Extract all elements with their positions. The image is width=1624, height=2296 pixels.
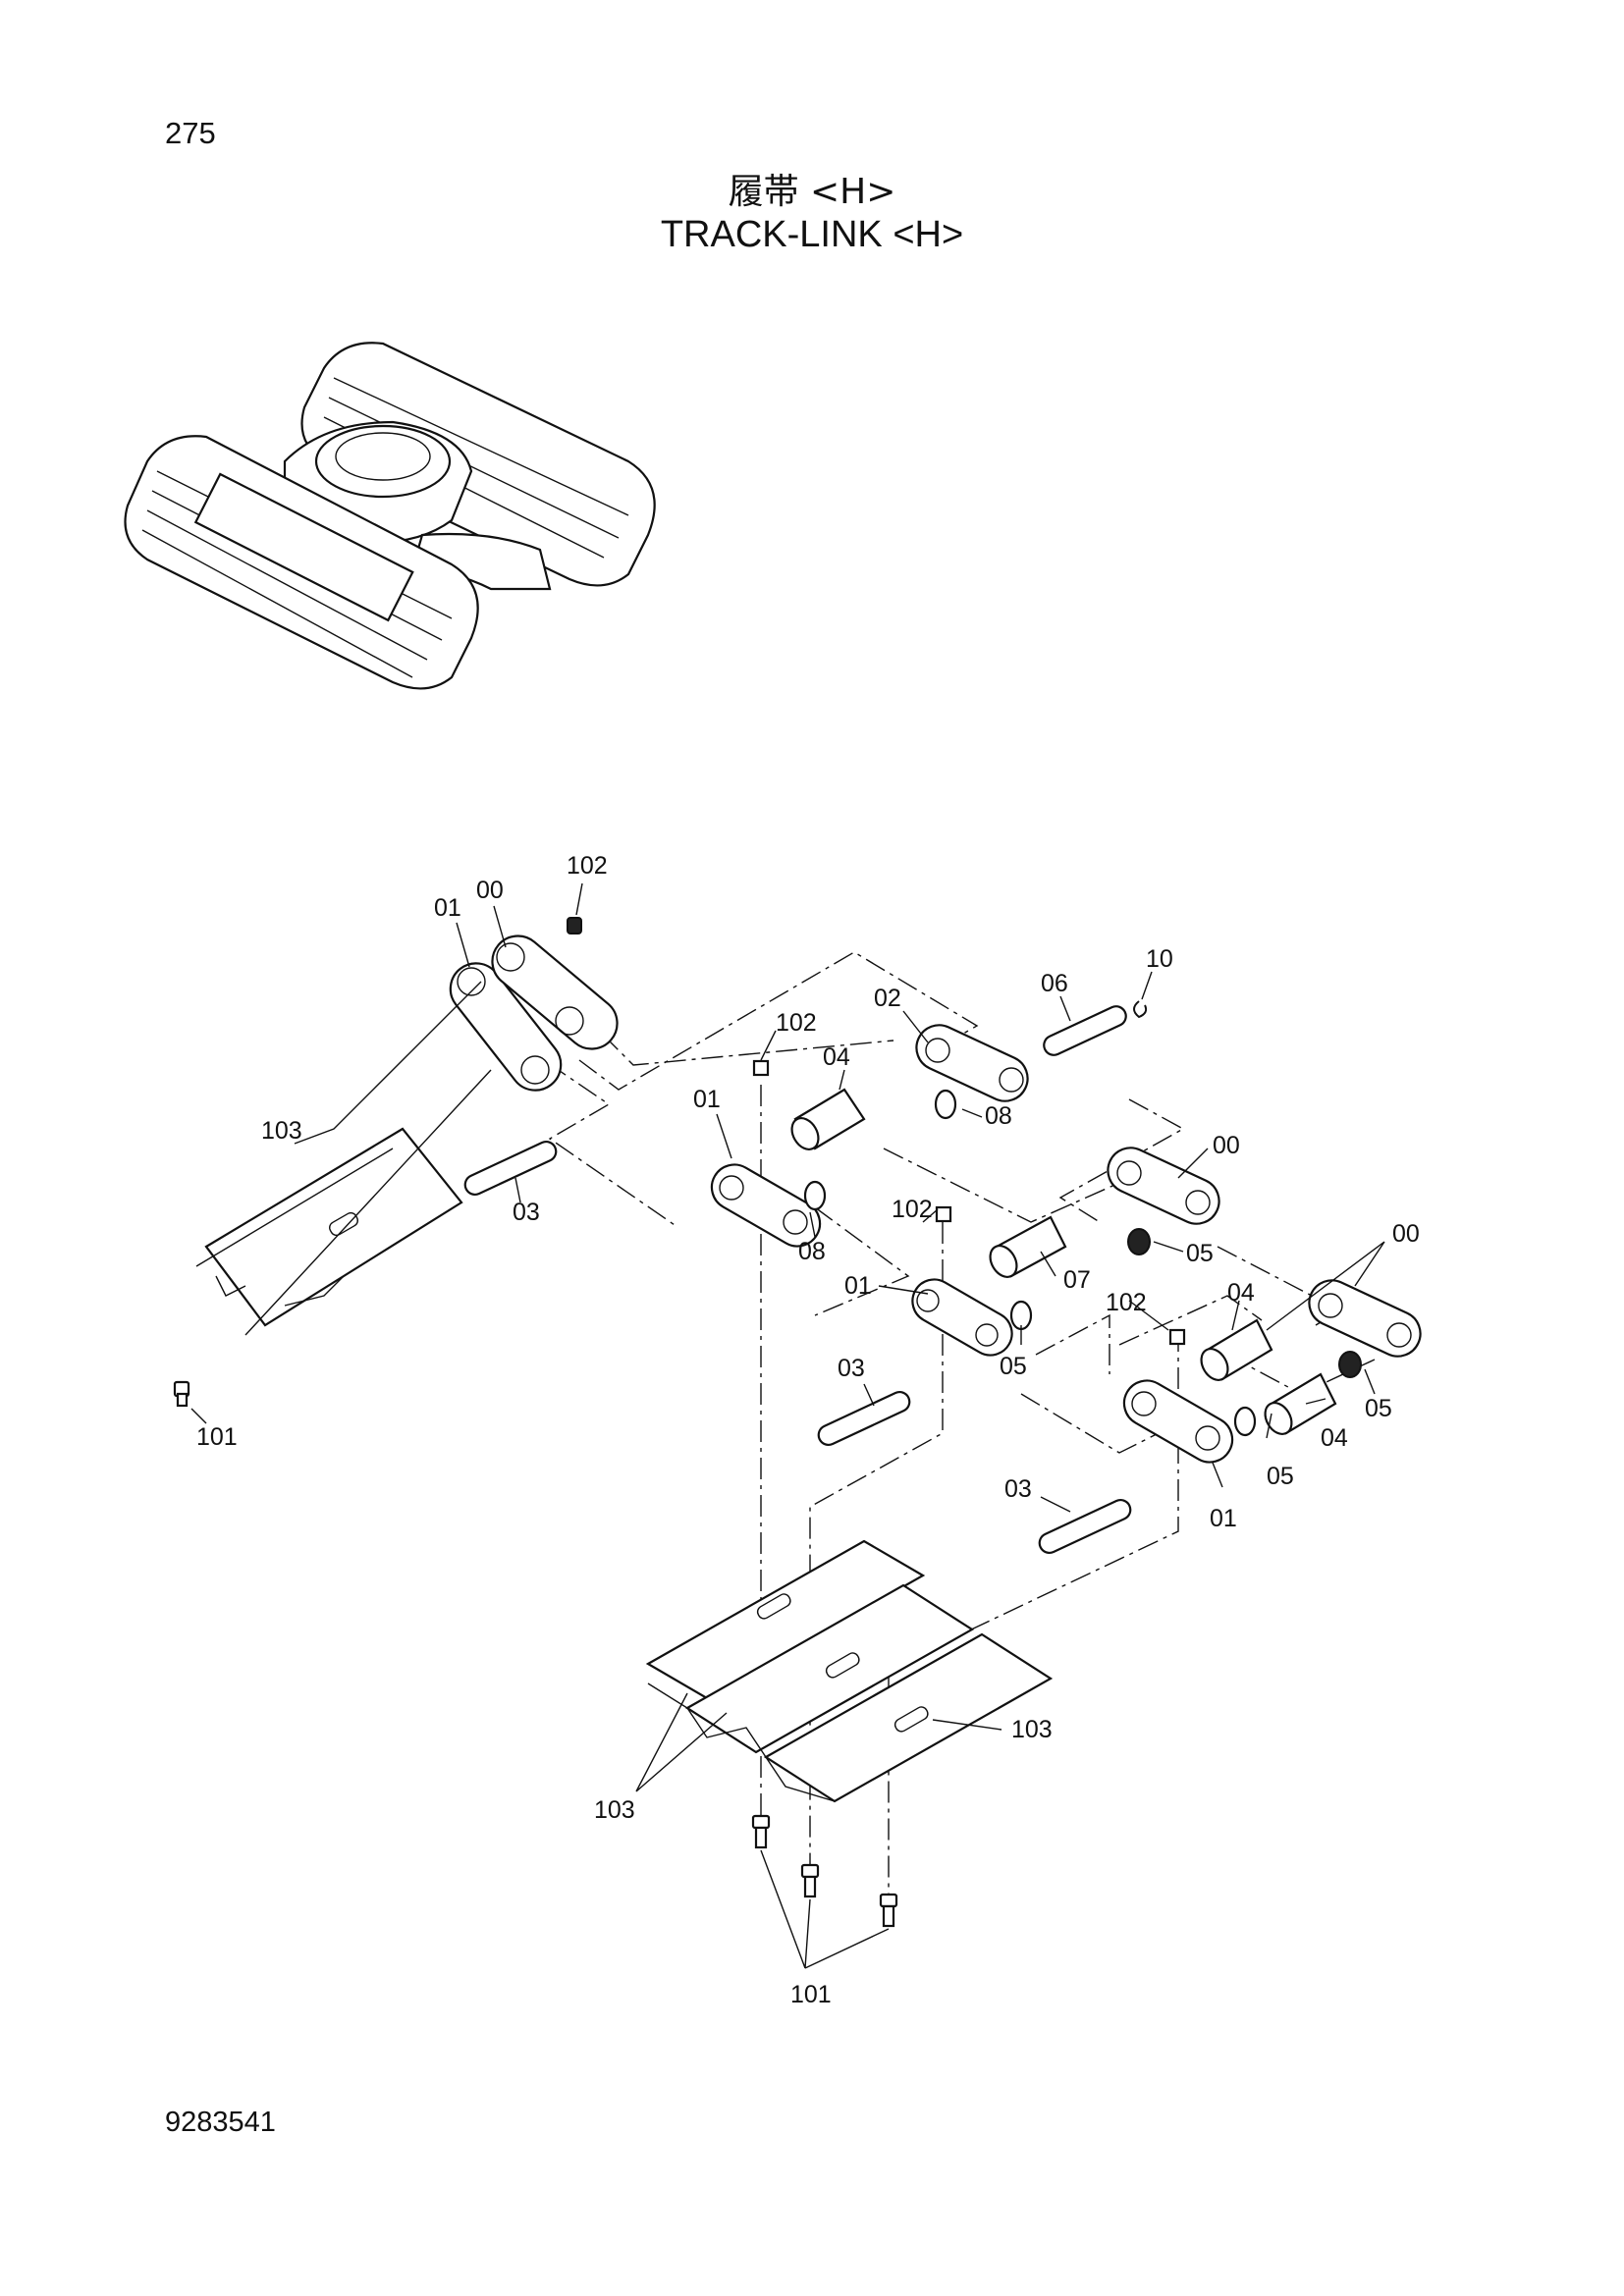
callout-10: 10 <box>1146 945 1173 973</box>
bushing-04-upper <box>790 1088 866 1150</box>
callout-04-right: 04 <box>1227 1279 1255 1307</box>
link-01-middle <box>710 1163 822 1248</box>
nut-102-a <box>752 1059 770 1077</box>
bushing-04-lower <box>1264 1372 1337 1435</box>
bushing-07 <box>989 1215 1067 1278</box>
bolt-101-a <box>751 1814 771 1849</box>
shoe-plate-103-left <box>195 1127 463 1327</box>
nut-102-b <box>935 1205 952 1223</box>
link-01-lower-right <box>1122 1379 1234 1464</box>
callout-03-left: 03 <box>513 1199 540 1226</box>
callout-00-right-upper: 00 <box>1213 1132 1240 1159</box>
callout-06: 06 <box>1041 970 1068 997</box>
callout-07: 07 <box>1063 1266 1091 1294</box>
clip-10 <box>1133 1000 1148 1019</box>
callout-01-top: 01 <box>434 894 461 922</box>
seal-05-b <box>1009 1300 1033 1331</box>
bolt-101-b <box>800 1863 820 1898</box>
callout-05-d: 05 <box>1267 1463 1294 1490</box>
callout-labels: 102 00 01 10 06 02 102 04 01 103 03 08 0… <box>196 852 1420 2008</box>
pin-03-left <box>463 1140 558 1197</box>
seal-05-d <box>1233 1406 1257 1437</box>
link-01-top-left <box>449 962 563 1092</box>
track-link-parts <box>173 917 1422 1928</box>
callout-102-b: 102 <box>892 1196 933 1223</box>
callout-03-middle: 03 <box>838 1355 865 1382</box>
bushing-04-right <box>1200 1318 1273 1381</box>
leader-lines <box>190 882 1385 1969</box>
callout-101-bottom: 101 <box>790 1981 832 2008</box>
seal-08-middle <box>803 1180 827 1211</box>
callout-102-c: 102 <box>1106 1289 1147 1316</box>
undercarriage-overview-illustration <box>124 342 656 690</box>
callout-05-c: 05 <box>1365 1395 1392 1422</box>
callout-04-lower: 04 <box>1321 1424 1348 1452</box>
callout-00-top: 00 <box>476 877 504 904</box>
callout-00-right-far: 00 <box>1392 1220 1420 1248</box>
pin-06 <box>1043 1005 1127 1056</box>
link-00-right-upper <box>1107 1147 1220 1225</box>
bolt-101-left <box>173 1380 190 1408</box>
drawing-number: 9283541 <box>165 2107 276 2138</box>
page-title-japanese: 履帯 <H> <box>728 172 896 212</box>
callout-103-left: 103 <box>261 1117 302 1145</box>
bolt-101-c <box>879 1893 898 1928</box>
callout-08-upper: 08 <box>985 1102 1012 1130</box>
callout-103-stack: 103 <box>594 1796 635 1824</box>
seal-05-a <box>1127 1228 1151 1255</box>
callout-02: 02 <box>874 985 901 1012</box>
nut-102-c <box>1168 1328 1186 1346</box>
callout-102-top: 102 <box>567 852 608 880</box>
pin-03-middle <box>817 1390 911 1447</box>
callout-103-right: 103 <box>1011 1716 1053 1743</box>
callout-01-middle: 01 <box>693 1086 721 1113</box>
callout-05-a: 05 <box>1186 1240 1214 1267</box>
link-01-lower-middle <box>911 1278 1013 1357</box>
page-number: 275 <box>165 116 216 150</box>
page-title-english: TRACK-LINK <H> <box>660 214 964 255</box>
link-00-right-far <box>1308 1279 1422 1358</box>
shoe-plates-103-stacked <box>645 1539 1054 1803</box>
callout-101-left: 101 <box>196 1423 238 1451</box>
seal-05-c <box>1338 1351 1362 1378</box>
pin-03-lower <box>1038 1498 1132 1555</box>
callout-05-b: 05 <box>1000 1353 1027 1380</box>
callout-102-a: 102 <box>776 1009 817 1037</box>
callout-04-upper: 04 <box>823 1043 850 1071</box>
callout-08-middle: 08 <box>798 1238 826 1265</box>
callout-01-lower-right: 01 <box>1210 1505 1237 1532</box>
link-00-top-left <box>491 934 619 1050</box>
seal-08-upper <box>934 1089 957 1120</box>
callout-01-lower-middle: 01 <box>844 1272 872 1300</box>
nut-102-top <box>567 917 582 934</box>
callout-03-lower: 03 <box>1004 1475 1032 1503</box>
link-02 <box>915 1024 1029 1102</box>
